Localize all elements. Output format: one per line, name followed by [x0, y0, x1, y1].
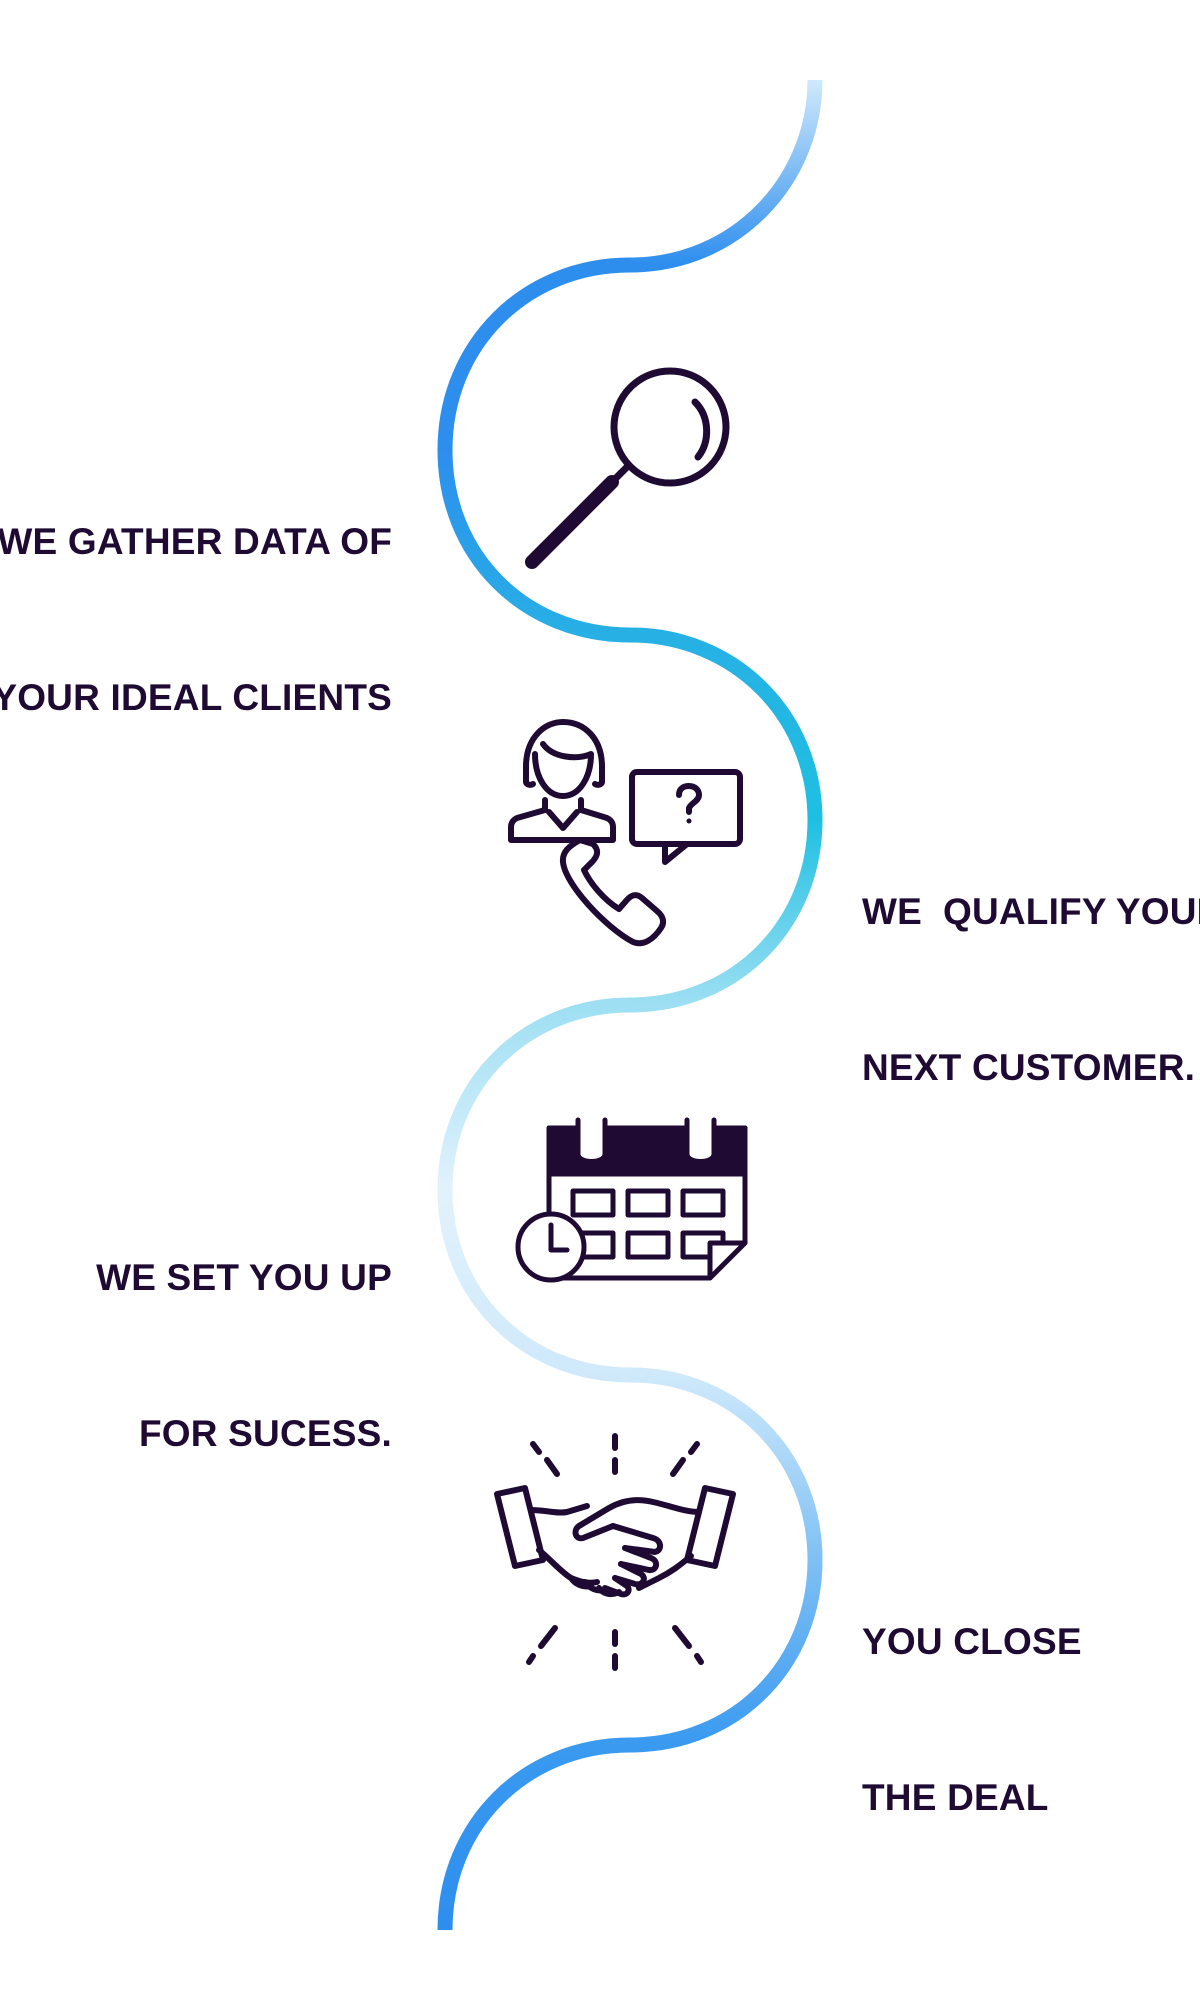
- step-1-line-1: WE GATHER DATA OF: [0, 521, 392, 562]
- step-1-line-2: YOUR IDEAL CLIENTS: [0, 677, 392, 718]
- step-3-line-2: FOR SUCESS.: [138, 1413, 392, 1454]
- handshake-icon: [494, 1433, 736, 1671]
- step-4-line-2: THE DEAL: [862, 1777, 1049, 1818]
- step-3-label: WE SET YOU UP FOR SUCESS.: [0, 1148, 392, 1564]
- call-agent-icon: [508, 719, 743, 947]
- step-4-line-1: YOU CLOSE: [862, 1621, 1082, 1662]
- step-3-line-1: WE SET YOU UP: [96, 1257, 392, 1298]
- step-2-line-1: WE QUALIFY YOUR: [862, 891, 1200, 932]
- magnifying-glass-icon: [525, 367, 730, 569]
- step-4-label: YOU CLOSE THE DEAL: [862, 1512, 1192, 1928]
- step-2-label: WE QUALIFY YOUR NEXT CUSTOMER.: [862, 782, 1200, 1198]
- step-1-label: WE GATHER DATA OF YOUR IDEAL CLIENTS: [0, 412, 392, 828]
- step-2-line-2: NEXT CUSTOMER.: [862, 1047, 1196, 1088]
- calendar-clock-icon: [515, 1117, 748, 1283]
